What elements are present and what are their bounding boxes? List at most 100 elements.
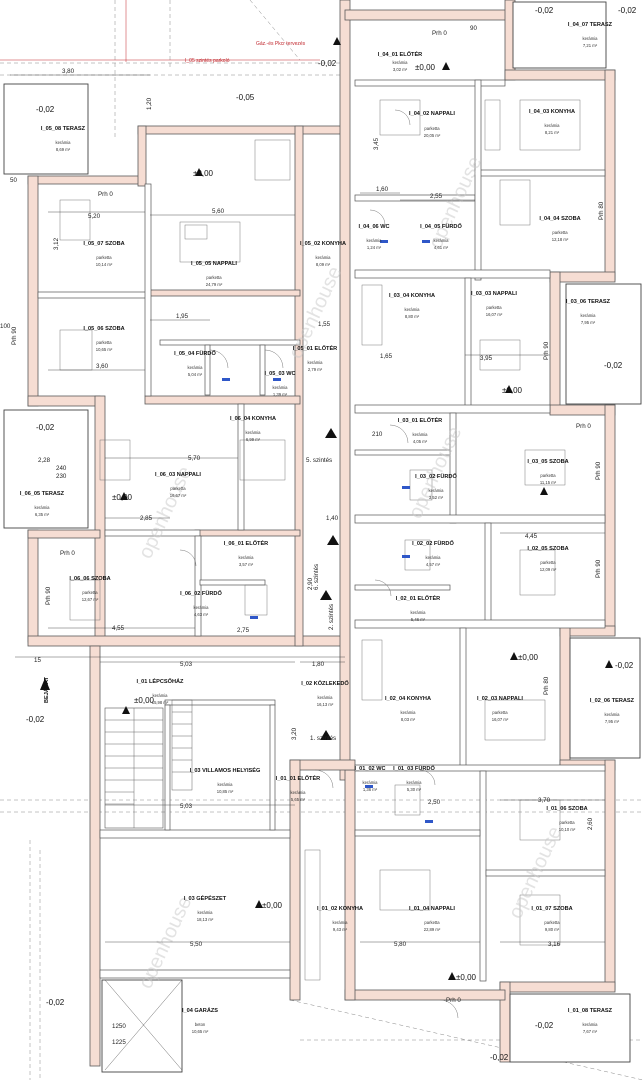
dim-5-50: 5,50 — [190, 941, 203, 948]
walls — [27, 0, 616, 1067]
level-apt5: ±0,00 — [193, 169, 214, 178]
room-labels: I_04_01 ELŐTÉR kerámia 3,02 m² I_04_07 T… — [20, 22, 635, 1034]
svg-text:5,65 m²: 5,65 m² — [291, 797, 306, 802]
room-i04-06: I_04_06 WC kerámia 1,24 m² — [358, 224, 389, 250]
svg-text:I_03 GÉPÉSZET: I_03 GÉPÉSZET — [184, 894, 227, 902]
room-i05-04: I_05_04 FÜRDŐ kerámia 5,04 m² — [174, 350, 216, 377]
svg-text:kerámia: kerámia — [316, 255, 332, 260]
svg-text:I_02_01 ELŐTÉR: I_02_01 ELŐTÉR — [396, 594, 440, 602]
dim-2-28: 2,28 — [38, 457, 51, 464]
dim-5-03: 5,03 — [180, 661, 193, 668]
svg-text:kerámia: kerámia — [56, 140, 72, 145]
dim-5-70: 5,70 — [188, 455, 201, 462]
dim-3-20: 3,20 — [291, 727, 298, 740]
svg-text:8,09 m²: 8,09 m² — [316, 262, 331, 267]
room-i06-01: I_06_01 ELŐTÉR kerámia 3,57 m² — [224, 539, 268, 567]
room-i04-01: I_04_01 ELŐTÉR kerámia 3,02 m² — [378, 50, 422, 72]
svg-text:I_05_05 NAPPALI: I_05_05 NAPPALI — [191, 261, 237, 267]
svg-text:I_05_01 ELŐTÉR: I_05_01 ELŐTÉR — [293, 344, 337, 352]
level-hall: ±0,00 — [415, 63, 436, 72]
level-terrace-left: -0,02 — [36, 105, 55, 114]
svg-text:I_01_02 KONYHA: I_01_02 KONYHA — [317, 906, 363, 912]
svg-text:kerámia: kerámia — [363, 780, 379, 785]
svg-text:I_05_03 WC: I_05_03 WC — [264, 371, 295, 377]
svg-text:kerámia: kerámia — [273, 385, 289, 390]
svg-text:I_01_07 SZOBA: I_01_07 SZOBA — [531, 906, 572, 912]
parapet-label: Prh 90 — [543, 341, 550, 360]
svg-text:24,79 m²: 24,79 m² — [206, 282, 223, 287]
svg-text:20,05 m²: 20,05 m² — [424, 133, 441, 138]
svg-text:kerámia: kerámia — [583, 1022, 599, 1027]
entry-label: BEJÁRAT — [43, 676, 50, 703]
dim-3-12: 3,12 — [53, 237, 60, 250]
svg-text:parketta: parketta — [96, 255, 112, 260]
parapet-label: Prh 80 — [543, 676, 550, 695]
svg-text:10,65 m²: 10,65 m² — [96, 347, 113, 352]
svg-text:I_02_05 SZOBA: I_02_05 SZOBA — [527, 546, 568, 552]
room-i01-07: I_01_07 SZOBA parketta 9,80 m² — [531, 906, 572, 932]
level-street: -0,05 — [236, 93, 255, 102]
dim-1-55: 1,55 — [318, 321, 331, 328]
svg-text:11,15 m²: 11,15 m² — [540, 480, 557, 485]
svg-text:kerámia: kerámia — [318, 695, 334, 700]
svg-text:I_03_01 ELŐTÉR: I_03_01 ELŐTÉR — [398, 416, 442, 424]
svg-text:beton: beton — [195, 1022, 206, 1027]
svg-text:kerámia: kerámia — [426, 555, 442, 560]
site-note-parking: I_05 szintés parkoló — [185, 58, 230, 64]
svg-text:I_06_02 FÜRDŐ: I_06_02 FÜRDŐ — [180, 590, 222, 597]
svg-text:I_02_02 FÜRDŐ: I_02_02 FÜRDŐ — [412, 540, 454, 547]
svg-text:kerámia: kerámia — [194, 605, 210, 610]
room-i03-gepeszet: I_03 GÉPÉSZET kerámia 18,13 m² — [184, 894, 227, 922]
level-terrace-l2: -0,02 — [36, 423, 55, 432]
svg-text:I_06_04 KONYHA: I_06_04 KONYHA — [230, 416, 276, 422]
dim-1-60: 1,60 — [376, 186, 389, 193]
parapet-label: Prh 0 — [60, 550, 75, 557]
svg-text:6,35 m²: 6,35 m² — [35, 512, 50, 517]
svg-text:1,36 m²: 1,36 m² — [363, 787, 378, 792]
level-bottom: -0,02 — [490, 1053, 509, 1062]
svg-text:16,07 m²: 16,07 m² — [492, 717, 509, 722]
svg-text:9,80 m²: 9,80 m² — [545, 927, 560, 932]
room-i05-02: I_05_02 KONYHA kerámia 8,09 m² — [300, 241, 346, 267]
dim-5-80: 5,80 — [394, 941, 407, 948]
room-i06-05: I_06_05 TERASZ kerámia 6,35 m² — [20, 491, 65, 517]
level-corner-tr: -0,02 — [618, 6, 637, 15]
svg-text:5,04 m²: 5,04 m² — [188, 372, 203, 377]
svg-text:parketta: parketta — [424, 920, 440, 925]
svg-text:kerámia: kerámia — [188, 365, 204, 370]
svg-text:kerámia: kerámia — [413, 432, 429, 437]
room-i03-04: I_03_04 KONYHA kerámia 8,80 m² — [389, 293, 435, 319]
room-i06-06: I_06_06 SZOBA parketta 12,67 m² — [69, 576, 110, 602]
sanitary-fixtures — [222, 240, 433, 823]
room-i03-03: I_03_03 NAPPALI parketta 16,07 m² — [471, 291, 517, 317]
dim-50: 50 — [10, 177, 17, 184]
svg-text:I_02_04 KONYHA: I_02_04 KONYHA — [385, 696, 431, 702]
svg-text:3,02 m²: 3,02 m² — [393, 67, 408, 72]
svg-text:I_04_07 TERASZ: I_04_07 TERASZ — [568, 22, 613, 28]
watermark: openhouse — [405, 423, 467, 522]
level-apt3: ±0,00 — [502, 386, 523, 395]
room-i02-01: I_02_01 ELŐTÉR kerámia 5,46 m² — [396, 594, 440, 622]
svg-text:parketta: parketta — [82, 590, 98, 595]
svg-text:kerámia: kerámia — [401, 710, 417, 715]
room-i05-01: I_05_01 ELŐTÉR kerámia 2,79 m² — [293, 344, 337, 372]
svg-text:1,39 m²: 1,39 m² — [273, 392, 288, 397]
dim-2-90: 2,90 — [307, 577, 314, 590]
parapet-labels: Prh 0 Prh 0 Prh 90 Prh 80 Prh 90 Prh 0 P… — [11, 30, 605, 1004]
stair-level-1: 1. szintés — [310, 735, 336, 742]
svg-text:parketta: parketta — [96, 340, 112, 345]
dim-4-55: 4,55 — [112, 625, 125, 632]
room-i03-06: I_03_06 TERASZ kerámia 7,95 m² — [566, 299, 611, 325]
room-i01: I_01 LÉPCSŐHÁZ kerámia 15,98 m² — [137, 677, 185, 705]
room-i02-04: I_02_04 KONYHA kerámia 8,03 m² — [385, 696, 431, 722]
svg-text:I_03_04 KONYHA: I_03_04 KONYHA — [389, 293, 435, 299]
room-i03-02: I_03_02 FÜRDŐ kerámia 3,52 m² — [415, 473, 457, 500]
room-i01-06: I_01_06 SZOBA parketta 10,10 m² — [546, 806, 587, 832]
svg-text:kerámia: kerámia — [583, 36, 599, 41]
svg-text:I_01 LÉPCSŐHÁZ: I_01 LÉPCSŐHÁZ — [137, 677, 185, 685]
svg-text:I_06_01 ELŐTÉR: I_06_01 ELŐTÉR — [224, 539, 268, 547]
svg-text:kerámia: kerámia — [367, 238, 383, 243]
svg-text:I_04_04 SZOBA: I_04_04 SZOBA — [539, 216, 580, 222]
room-i03-villamos: I_03 VILLAMOS HELYISÉG kerámia 10,85 m² — [190, 766, 261, 794]
svg-text:8,21 m²: 8,21 m² — [545, 130, 560, 135]
